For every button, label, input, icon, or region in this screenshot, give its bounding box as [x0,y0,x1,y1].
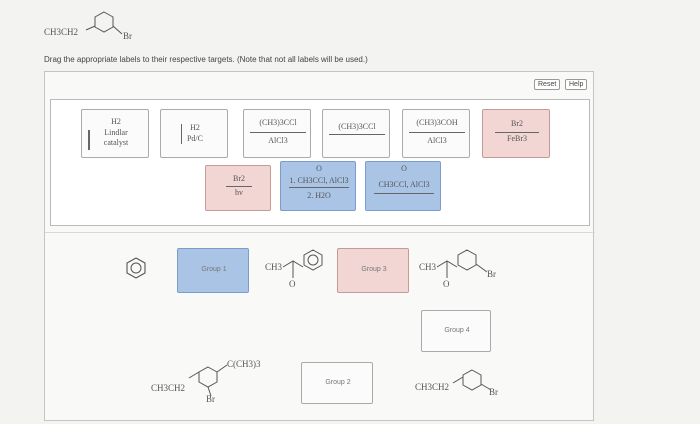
reagent-tbuoh-alcl3[interactable]: (CH3)3COH AlCl3 [402,109,470,158]
drag-panel: Reset Help H2 Lindlar catalyst H2 Pd/C (… [44,71,595,421]
benzene-icon [126,257,146,279]
bromoacetophenone-structure-icon [436,249,488,278]
scheme-area [45,232,595,233]
tbutyl-product: CH3CH2 C(CH3)3 Br [145,347,265,407]
reagent-lindlar[interactable]: H2 Lindlar catalyst [81,109,149,158]
tbutyl-br-label: Br [206,394,215,404]
reset-button[interactable]: Reset [534,79,561,90]
reagent-acyl-chloride[interactable]: O CH3CCl, AlCl3 [365,161,441,211]
reagent-pd-c[interactable]: H2 Pd/C [160,109,228,158]
benzene-ring-icon [85,11,123,35]
tert-butyl-bromobenzene-structure-icon [188,364,228,397]
ethyl-bromobenzene-structure-icon [452,369,492,391]
bromo-ketone-methyl-label: CH3 [419,262,437,272]
final-product: CH3CH2 Br [415,354,505,402]
bromo-ketone-br-label: Br [487,269,496,279]
reagent-acyl-chloride-workup[interactable]: O 1. CH3CCl, AlCl3 2. H2O [280,161,356,211]
group-2-target[interactable]: Group 2 [301,362,373,404]
reagent-br2-febr3[interactable]: Br2 FeBr3 [482,109,550,158]
final-br-label: Br [489,387,498,397]
acetophenone-structure-icon [282,249,323,278]
final-ethyl-label: CH3CH2 [415,382,450,392]
ketone-oxygen-label: O [289,279,296,289]
ketone-methyl-label: CH3 [265,262,283,272]
header-ethyl-label: CH3CH2 [44,27,79,37]
help-button[interactable]: Help [565,79,588,90]
header-molecule: CH3CH2 Br [44,6,144,44]
tbutyl-ethyl-label: CH3CH2 [151,383,186,393]
ketone-product: CH3 O [259,244,331,304]
tbutyl-group-label: C(CH3)3 [227,359,261,369]
bromo-ketone-oxygen-label: O [443,279,450,289]
bromo-ketone-product: CH3 O Br [419,242,507,304]
reagent-br2-hv[interactable]: Br2 hv [205,165,271,211]
header-br-label: Br [123,31,132,41]
group-3-target[interactable]: Group 3 [337,248,409,293]
instruction-text: Drag the appropriate labels to their res… [44,55,368,64]
group-4-target[interactable]: Group 4 [421,310,491,352]
reagent-tbucl-alcl3[interactable]: (CH3)3CCl AlCl3 [243,109,311,158]
reagent-tbucl[interactable]: (CH3)3CCl [322,109,390,158]
group-1-target[interactable]: Group 1 [177,248,249,293]
